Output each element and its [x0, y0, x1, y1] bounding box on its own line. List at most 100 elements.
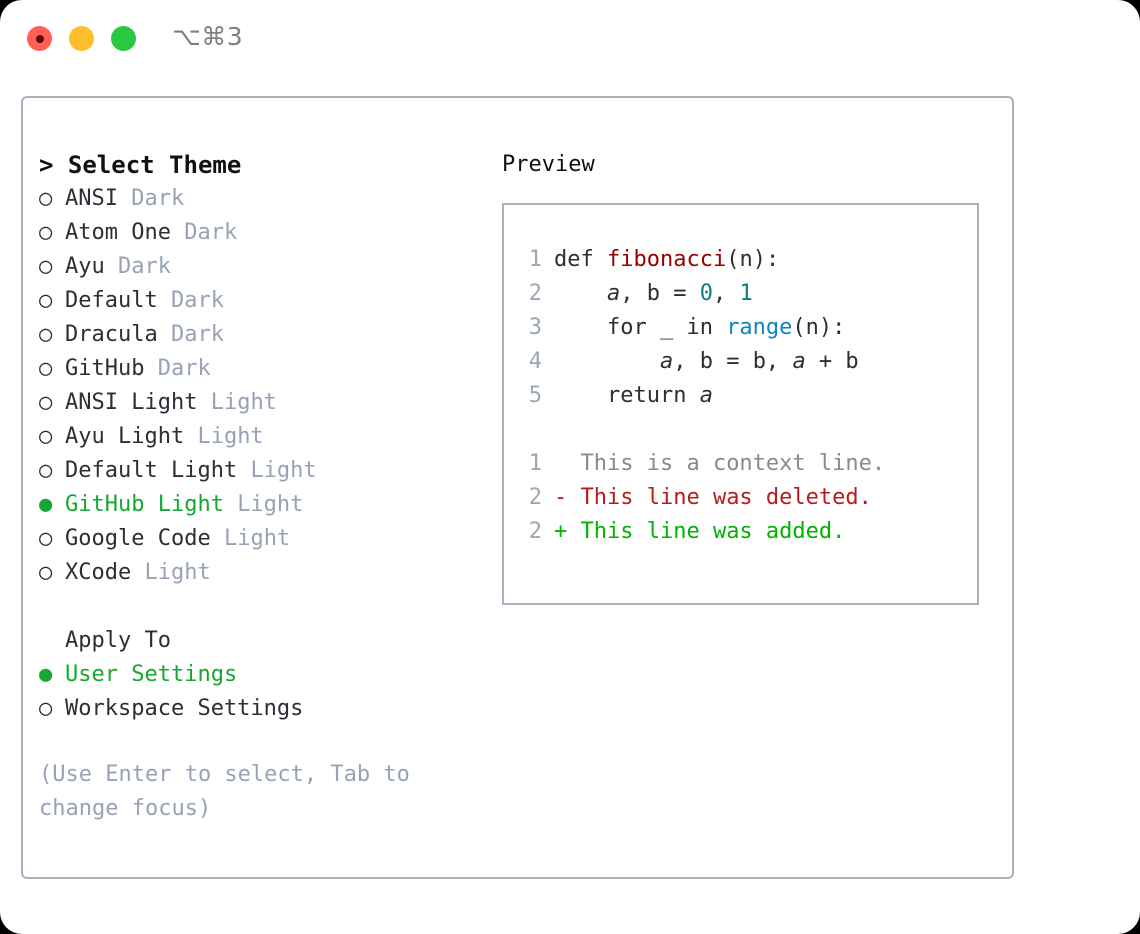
line-number: 5	[528, 383, 542, 408]
theme-option-label: XCode	[65, 560, 145, 585]
code-line: 2 a, b = 0, 1	[522, 277, 977, 311]
maximize-button[interactable]	[111, 26, 136, 51]
theme-option-label: Google Code	[65, 526, 224, 551]
code-token: 1	[739, 281, 753, 306]
code-token: (n):	[792, 315, 846, 340]
code-token: ,	[712, 281, 740, 306]
radio-unselected-icon: ○	[39, 288, 53, 313]
diff-line-del: 2- This line was deleted.	[522, 481, 977, 515]
preview-heading: Preview	[502, 152, 595, 177]
diff-marker: +	[554, 519, 568, 544]
theme-option-label: Atom One	[65, 220, 185, 245]
code-token: + b	[805, 349, 859, 374]
theme-picker-dialog: > Select Theme ○ANSI Dark○Atom One Dark○…	[21, 96, 1014, 879]
line-number: 2	[528, 281, 542, 306]
code-token: a	[699, 383, 713, 408]
theme-variant-tag: Dark	[184, 220, 238, 245]
radio-unselected-icon: ○	[39, 220, 53, 245]
line-number: 4	[528, 349, 542, 374]
line-number: 1	[528, 247, 542, 272]
apply-to-option-label: User Settings	[65, 662, 238, 687]
theme-option-ansi-light[interactable]: ○ANSI Light Light	[39, 386, 499, 420]
theme-option-dracula[interactable]: ○Dracula Dark	[39, 318, 499, 352]
diff-line-ctx: 1 This is a context line.	[522, 447, 977, 481]
code-line: 3 for _ in range(n):	[522, 311, 977, 345]
diff-sample: 1 This is a context line.2- This line wa…	[522, 447, 977, 549]
theme-option-label: Default Light	[65, 458, 251, 483]
diff-marker: -	[554, 485, 568, 510]
radio-unselected-icon: ○	[39, 322, 53, 347]
keyboard-shortcut-label: ⌥⌘3	[172, 22, 244, 51]
radio-unselected-icon: ○	[39, 356, 53, 381]
theme-variant-tag: Light	[237, 492, 304, 517]
diff-text: This line was added.	[567, 519, 846, 544]
theme-option-default[interactable]: ○ Default Dark	[39, 284, 499, 318]
diff-marker	[554, 451, 567, 476]
theme-option-label: ANSI	[65, 186, 132, 211]
code-token: ,	[620, 281, 647, 306]
code-token: , b = b,	[673, 349, 793, 374]
radio-unselected-icon: ○	[39, 696, 53, 721]
code-line: 5 return a	[522, 379, 977, 413]
minimize-button[interactable]	[69, 26, 94, 51]
line-number: 2	[528, 485, 542, 510]
theme-variant-tag: Dark	[170, 288, 224, 313]
theme-option-xcode[interactable]: ○ XCode Light	[39, 556, 499, 590]
code-token: def	[554, 247, 607, 272]
theme-option-default-light[interactable]: ○ Default Light Light	[39, 454, 499, 488]
apply-to-option-workspace-settings[interactable]: ○ Workspace Settings	[39, 692, 499, 726]
radio-selected-icon: ●	[39, 662, 53, 687]
theme-list[interactable]: ○ ANSI Dark ○ Atom One Dark ○ Ayu Dark ○ Defaul…	[39, 182, 499, 590]
theme-option-github[interactable]: ○ GitHub Dark	[39, 352, 499, 386]
radio-unselected-icon: ○	[39, 186, 53, 211]
theme-option-label: ANSI Light	[65, 390, 211, 415]
theme-option-ayu[interactable]: ○ Ayu Dark	[39, 250, 499, 284]
theme-option-label: Ayu	[65, 254, 118, 279]
diff-text: This line was deleted.	[567, 485, 872, 510]
title-bar: ⌥⌘3	[0, 0, 1140, 76]
theme-option-label: Ayu Light	[65, 424, 198, 449]
list-spacer	[39, 590, 499, 624]
code-token	[554, 349, 660, 374]
apply-to-list[interactable]: ● User Settings ○ Workspace Settings	[39, 658, 499, 726]
apply-to-option-user-settings[interactable]: ● User Settings	[39, 658, 499, 692]
theme-variant-tag: Light	[197, 424, 264, 449]
line-number: 2	[528, 519, 542, 544]
theme-variant-tag: Dark	[117, 254, 171, 279]
code-token: =	[659, 281, 700, 306]
radio-unselected-icon: ○	[39, 390, 53, 415]
code-token: b	[646, 281, 660, 306]
radio-unselected-icon: ○	[39, 560, 53, 585]
line-number: 1	[528, 451, 542, 476]
theme-variant-tag: Light	[144, 560, 211, 585]
code-token	[554, 281, 607, 306]
line-number: 3	[528, 315, 542, 340]
code-token: a	[792, 349, 806, 374]
theme-variant-tag: Dark	[131, 186, 185, 211]
theme-option-ansi[interactable]: ○ ANSI Dark	[39, 182, 499, 216]
theme-option-ayu-light[interactable]: ○Ayu Light Light	[39, 420, 499, 454]
keyboard-hint-text: (Use Enter to select, Tab to change focu…	[39, 762, 410, 821]
radio-unselected-icon: ○	[39, 254, 53, 279]
theme-option-label: Default	[65, 288, 171, 313]
theme-option-label: GitHub	[65, 356, 158, 381]
window-controls	[27, 26, 136, 51]
theme-option-atom-one[interactable]: ○ Atom One Dark	[39, 216, 499, 250]
theme-option-google-code[interactable]: ○Google Code Light	[39, 522, 499, 556]
code-line: 4 a, b = b, a + b	[522, 345, 977, 379]
code-token: for _ in	[554, 315, 727, 340]
close-button[interactable]	[27, 26, 52, 51]
code-diff-gap	[522, 413, 977, 447]
apply-to-option-label: Workspace Settings	[65, 696, 304, 721]
theme-variant-tag: Dark	[157, 356, 211, 381]
code-token: return	[554, 383, 700, 408]
theme-option-github-light[interactable]: ●GitHub Light Light	[39, 488, 499, 522]
code-token: fibonacci	[606, 247, 727, 272]
theme-variant-tag: Light	[250, 458, 317, 483]
radio-unselected-icon: ○	[39, 458, 53, 483]
